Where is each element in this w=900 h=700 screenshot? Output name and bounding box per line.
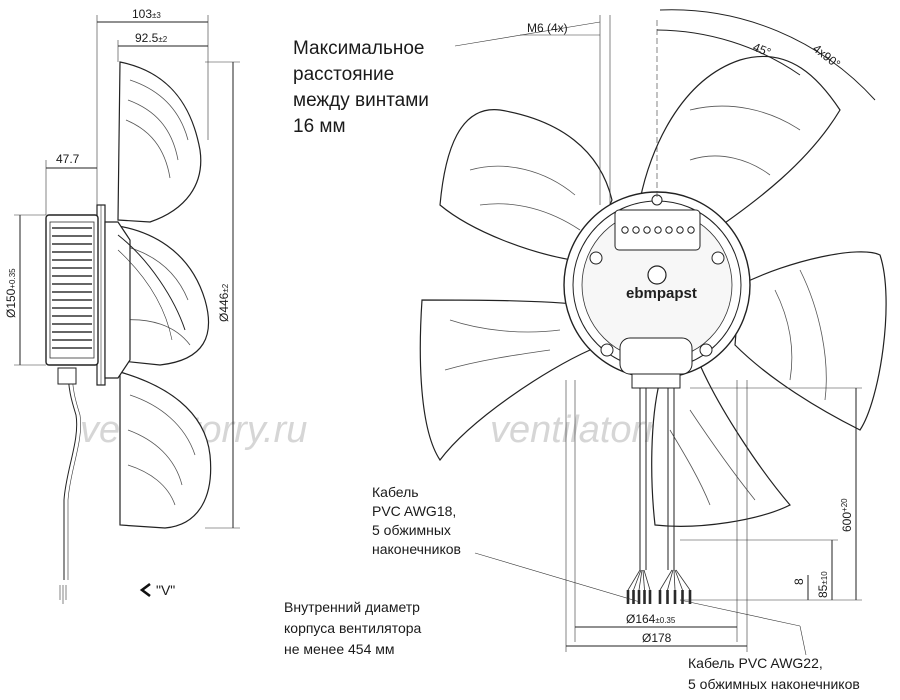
dim-angle-pattern: 4x90° (810, 41, 843, 71)
svg-text:наконечников: наконечников (372, 541, 461, 557)
svg-text:"V": "V" (156, 582, 175, 598)
dim-screw-thread: M6 (4x) (527, 21, 568, 35)
svg-text:Максимальное: Максимальное (293, 38, 425, 59)
svg-text:расстояние: расстояние (293, 64, 394, 85)
motor-housing (45, 214, 99, 366)
svg-text:16 мм: 16 мм (293, 116, 346, 137)
dim-blade-depth: 92.5±2 (135, 31, 168, 45)
svg-text:5 обжимных: 5 обжимных (372, 522, 451, 538)
svg-text:Кабель: Кабель (372, 484, 419, 500)
dim-overall-depth: 103±3 (132, 7, 161, 21)
svg-text:Кабель PVC AWG22,: Кабель PVC AWG22, (688, 655, 823, 671)
svg-text:PVC AWG18,: PVC AWG18, (372, 503, 456, 519)
dim-fan-diameter: Ø446±2 (217, 283, 231, 322)
note-cable-awg22: Кабель PVC AWG22, 5 обжимных наконечнико… (688, 655, 860, 692)
side-dimensions: 103±3 92.5±2 47.7 Ø150+0.35 Ø446±2 (4, 7, 240, 529)
dim-mount-diameter: Ø178 (642, 631, 672, 645)
dim-lead-length: 85±10 (816, 571, 830, 598)
brand-mark-icon (647, 265, 667, 285)
dim-strip-length: 8 (792, 578, 806, 585)
dim-angle-offset: 45° (751, 40, 773, 60)
svg-text:5 обжимных наконечников: 5 обжимных наконечников (688, 676, 860, 692)
svg-text:между винтами: между винтами (293, 90, 429, 111)
dim-motor-protrusion: 47.7 (56, 152, 80, 166)
svg-text:корпуса вентилятора: корпуса вентилятора (284, 620, 422, 636)
view-label: "V" (139, 582, 175, 598)
brand-logo: ebmpapst (626, 285, 697, 302)
dim-hub-diameter: Ø150+0.35 (4, 268, 18, 318)
chevron-left-icon (139, 582, 151, 598)
front-view: ebmpapst (419, 55, 887, 604)
side-view (45, 61, 212, 604)
svg-text:не менее 454 мм: не менее 454 мм (284, 641, 395, 657)
front-dimensions: M6 (4x) 45° 4x90° Ø164±0.35 Ø178 600+20 … (454, 9, 876, 656)
dim-bolt-circle: Ø164±0.35 (626, 612, 676, 626)
note-screw-distance: Максимальное расстояние между винтами 16… (293, 38, 429, 137)
dim-cable-length: 600+20 (840, 498, 854, 532)
svg-text:Внутренний диаметр: Внутренний диаметр (284, 599, 420, 615)
note-inner-diameter: Внутренний диаметр корпуса вентилятора н… (284, 599, 422, 657)
note-cable-awg18: Кабель PVC AWG18, 5 обжимных наконечнико… (372, 484, 461, 557)
